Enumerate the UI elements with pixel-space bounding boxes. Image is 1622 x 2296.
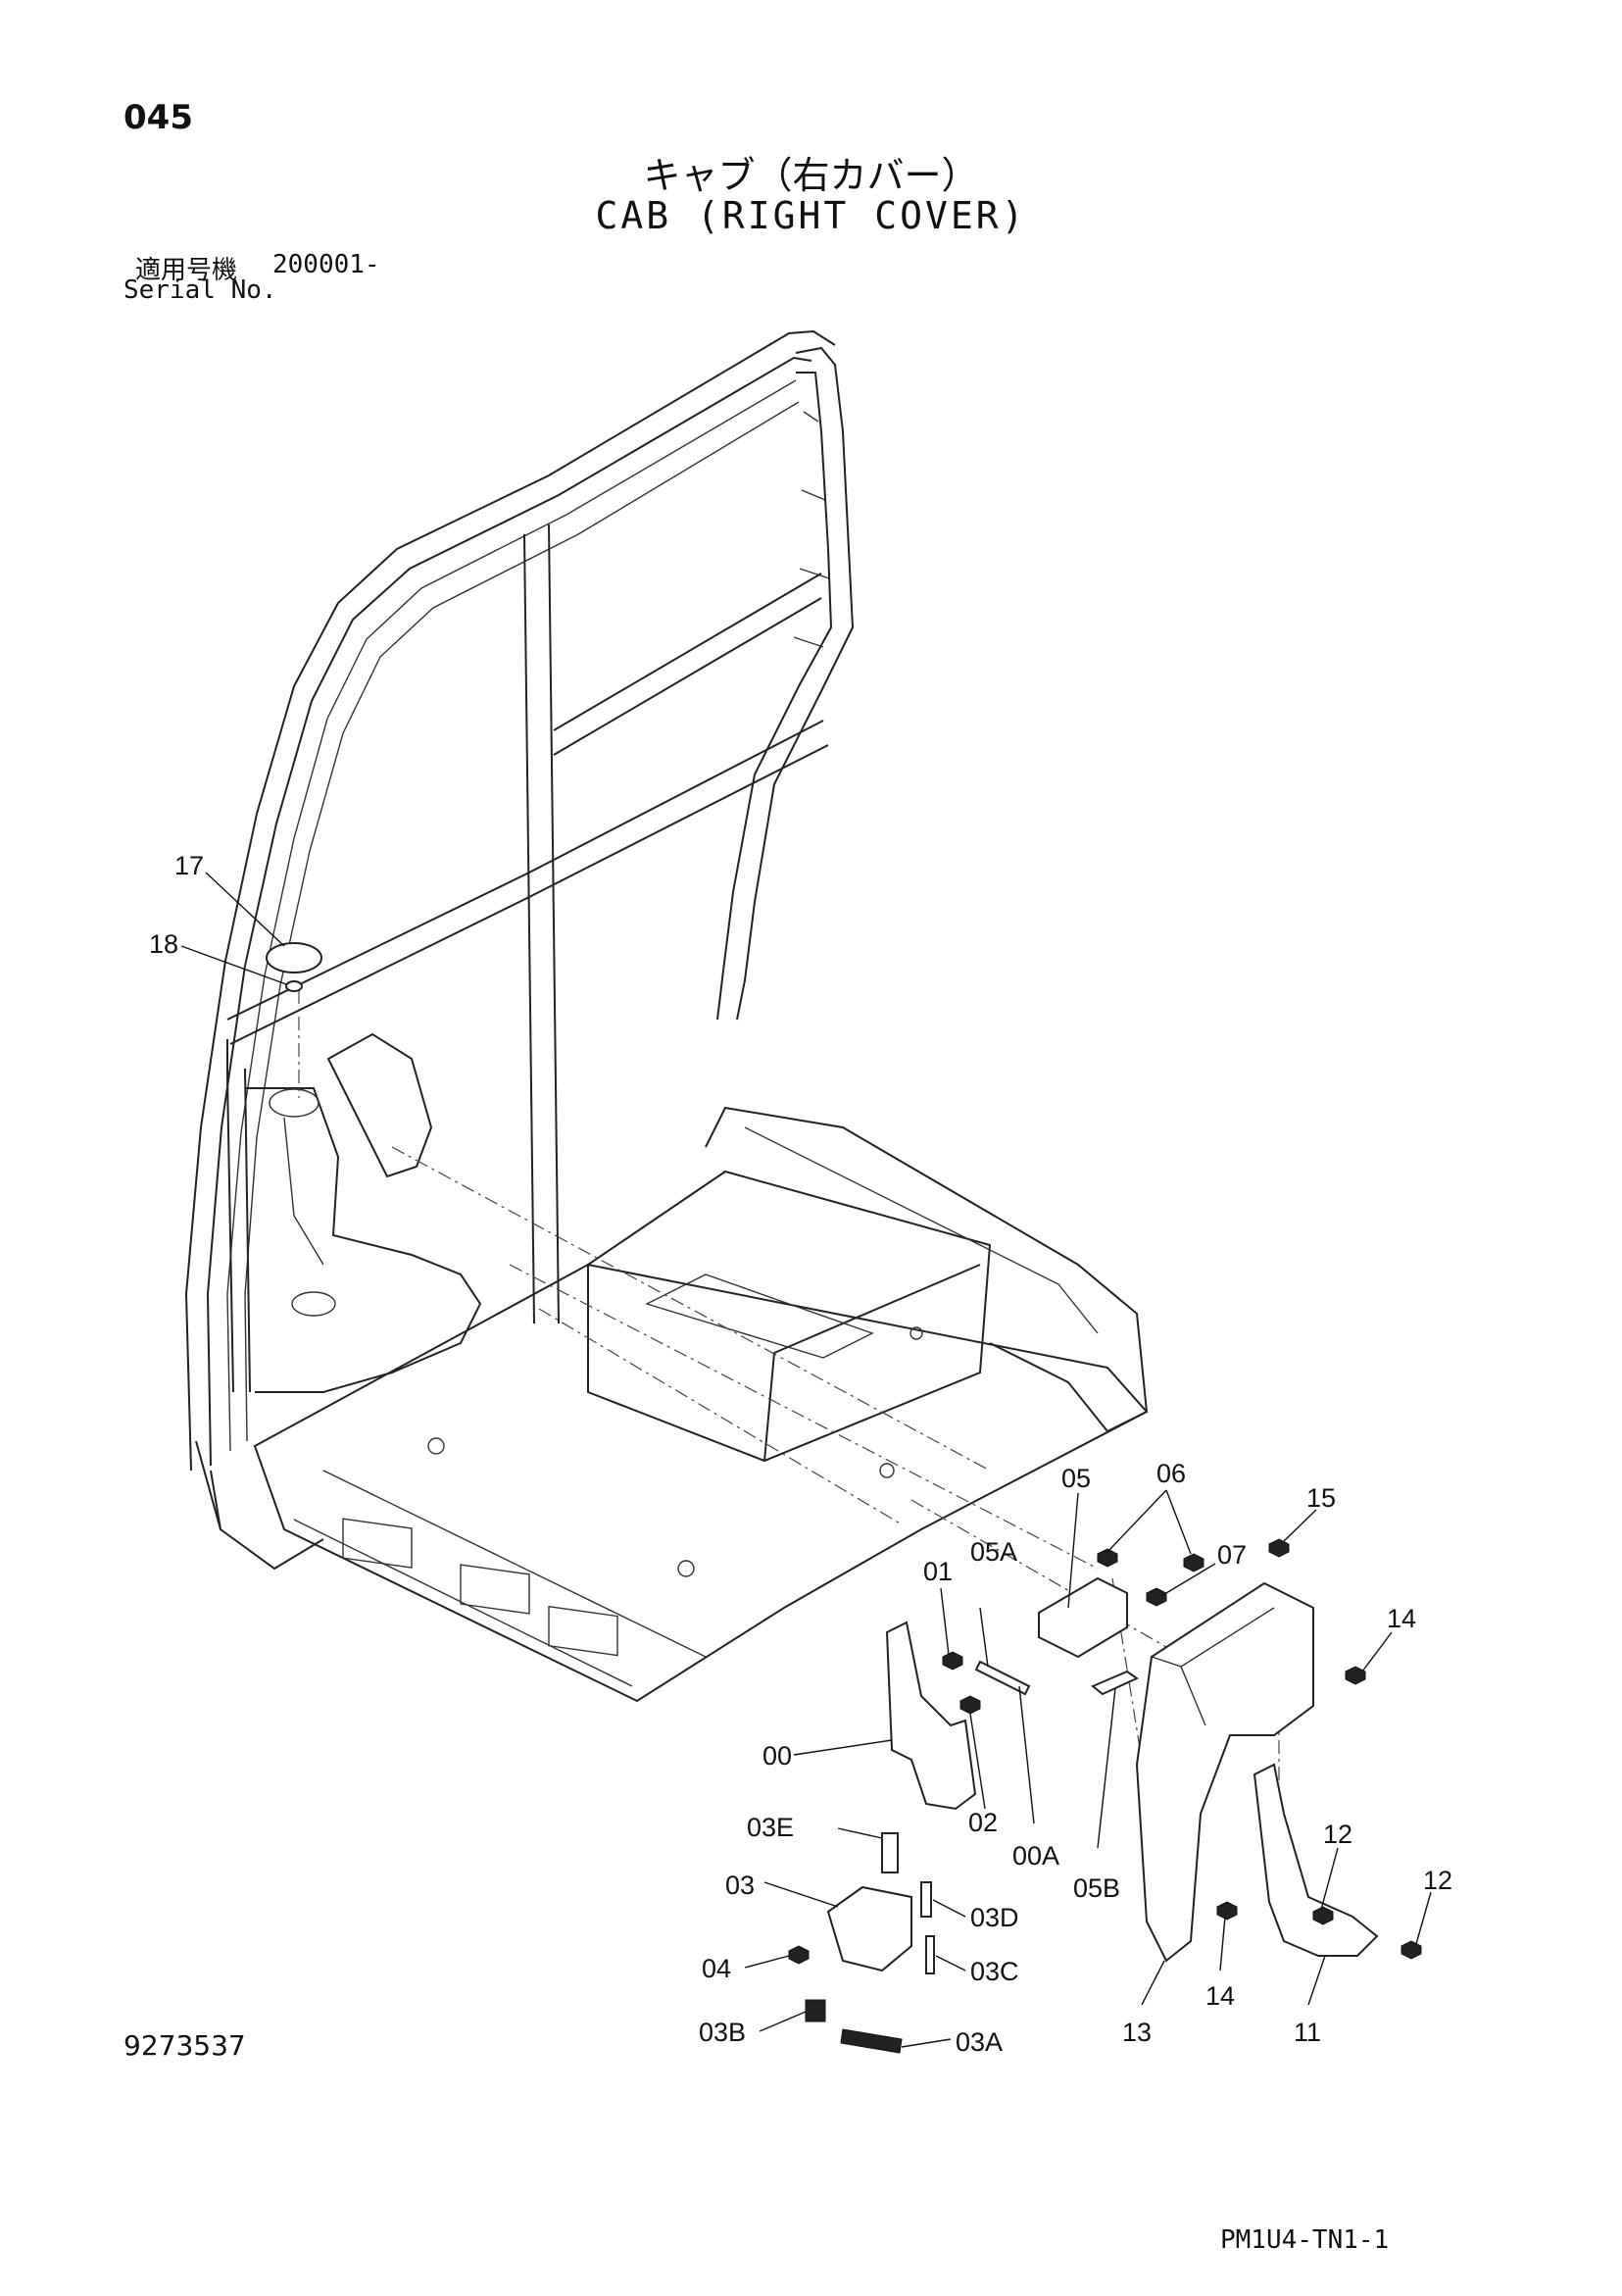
step-11 (1253, 1763, 1379, 1957)
drawing-number: 9273537 (123, 2029, 246, 2062)
callout-12-right: 12 (1423, 1866, 1452, 1895)
bolt-12b (1401, 1940, 1422, 1960)
callout-labels: 17 18 05 06 15 07 01 05A 14 00 02 00A 03… (149, 851, 1452, 2057)
plate-05b (1091, 1670, 1140, 1696)
plug-part (266, 942, 322, 973)
strip-05a (974, 1660, 1031, 1696)
callout-00: 00 (762, 1741, 792, 1771)
callout-03e: 03E (747, 1813, 794, 1842)
bolt-02 (959, 1695, 981, 1715)
callout-05b: 05B (1073, 1873, 1120, 1903)
page-number: 045 (123, 98, 193, 137)
bar-03a (840, 2028, 903, 2054)
title-english: CAB (RIGHT COVER) (595, 194, 1027, 237)
callout-14-lower: 14 (1205, 1981, 1235, 2011)
callout-03d: 03D (970, 1903, 1019, 1932)
bolt-04 (788, 1945, 810, 1965)
callout-04: 04 (702, 1954, 731, 1983)
callout-15: 15 (1306, 1483, 1336, 1513)
clip-part (285, 980, 303, 992)
bolt-06b (1183, 1553, 1204, 1572)
callout-13: 13 (1122, 2018, 1152, 2047)
bolt-14b (1216, 1901, 1238, 1921)
piece-03d (920, 1881, 932, 1918)
parts (266, 942, 1422, 2054)
bolt-14a (1345, 1666, 1366, 1685)
leader-lines (180, 872, 1432, 2048)
bracket-00 (885, 1621, 977, 1811)
footer-code: PM1U4-TN1-1 (1220, 2225, 1390, 2255)
callout-02: 02 (968, 1808, 998, 1837)
callout-17: 17 (174, 851, 204, 880)
right-cover-13 (1135, 1581, 1314, 1963)
callout-05a: 05A (970, 1537, 1017, 1567)
bolt-15 (1268, 1538, 1290, 1558)
callout-03c: 03C (970, 1957, 1019, 1986)
callout-07: 07 (1217, 1540, 1247, 1570)
serial-label-japanese: 適用号機 (135, 256, 238, 285)
callout-03a: 03A (956, 2027, 1003, 2057)
serial-number-value: 200001- (272, 250, 380, 279)
nut-01 (942, 1651, 963, 1671)
callout-01: 01 (923, 1557, 953, 1586)
bracket-03 (826, 1885, 912, 1972)
cab-floor (245, 1032, 1149, 1703)
callout-06: 06 (1156, 1459, 1186, 1488)
callout-03b: 03B (699, 2018, 746, 2047)
bolt-06a (1097, 1548, 1118, 1568)
cab-frame (184, 329, 855, 1571)
bolt-12a (1312, 1906, 1334, 1925)
plate-03e (881, 1832, 899, 1873)
callout-11: 11 (1294, 2018, 1321, 2047)
title-japanese: キャブ（右カバー） (643, 154, 979, 197)
callout-03: 03 (725, 1871, 755, 1900)
block-03b (805, 1999, 826, 2022)
nut-07 (1146, 1587, 1167, 1607)
callout-00a: 00A (1012, 1841, 1059, 1871)
piece-03c (925, 1935, 935, 1974)
callout-12-upper: 12 (1323, 1820, 1352, 1849)
callout-05: 05 (1061, 1464, 1091, 1493)
callout-14-upper: 14 (1387, 1604, 1416, 1633)
bracket-05 (1038, 1576, 1128, 1659)
serial-label-english: Serial No. (123, 275, 277, 305)
callout-18: 18 (149, 929, 178, 959)
